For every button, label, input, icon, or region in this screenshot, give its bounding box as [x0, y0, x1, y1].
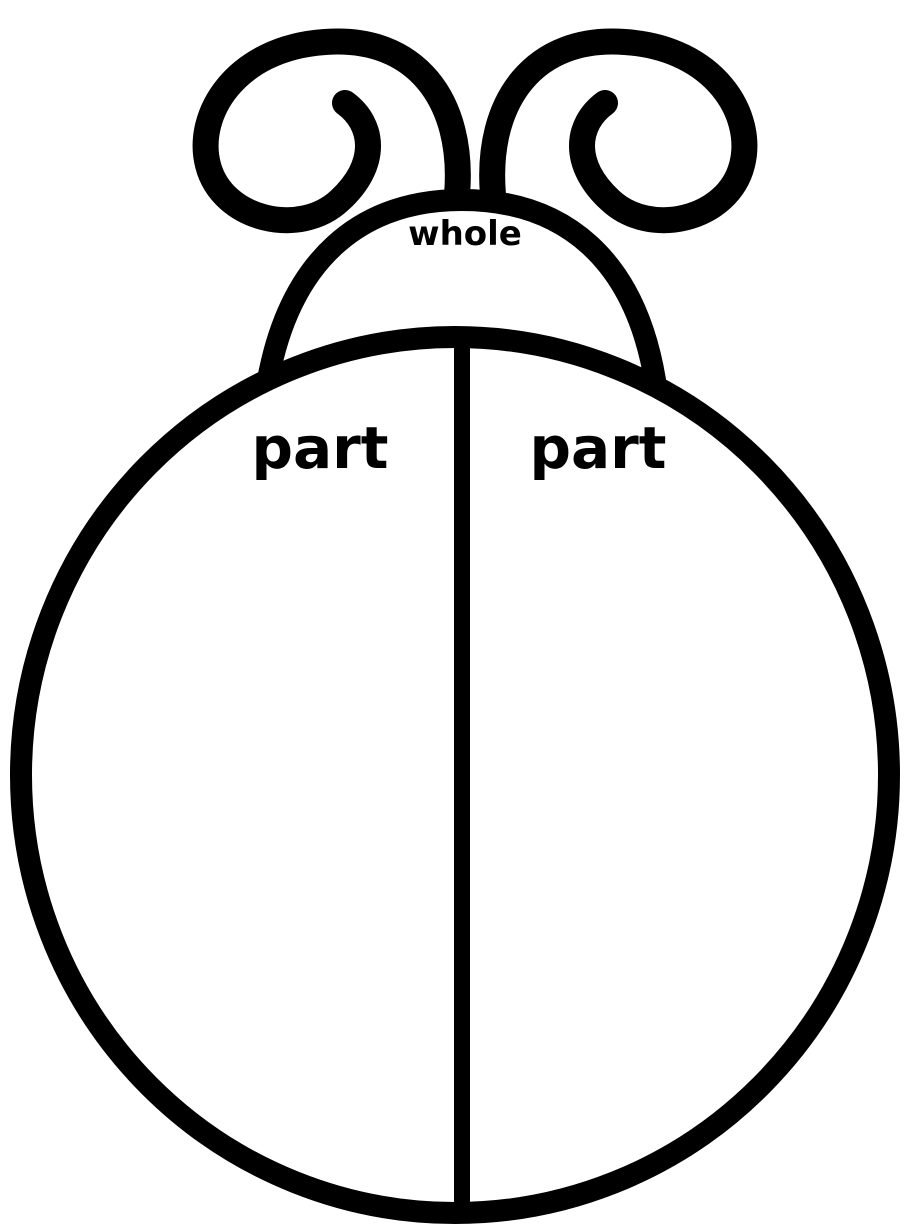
- left-part-label: part: [252, 414, 389, 482]
- right-part-label: part: [530, 414, 667, 482]
- right-antenna: [492, 41, 744, 220]
- whole-label: whole: [408, 214, 522, 254]
